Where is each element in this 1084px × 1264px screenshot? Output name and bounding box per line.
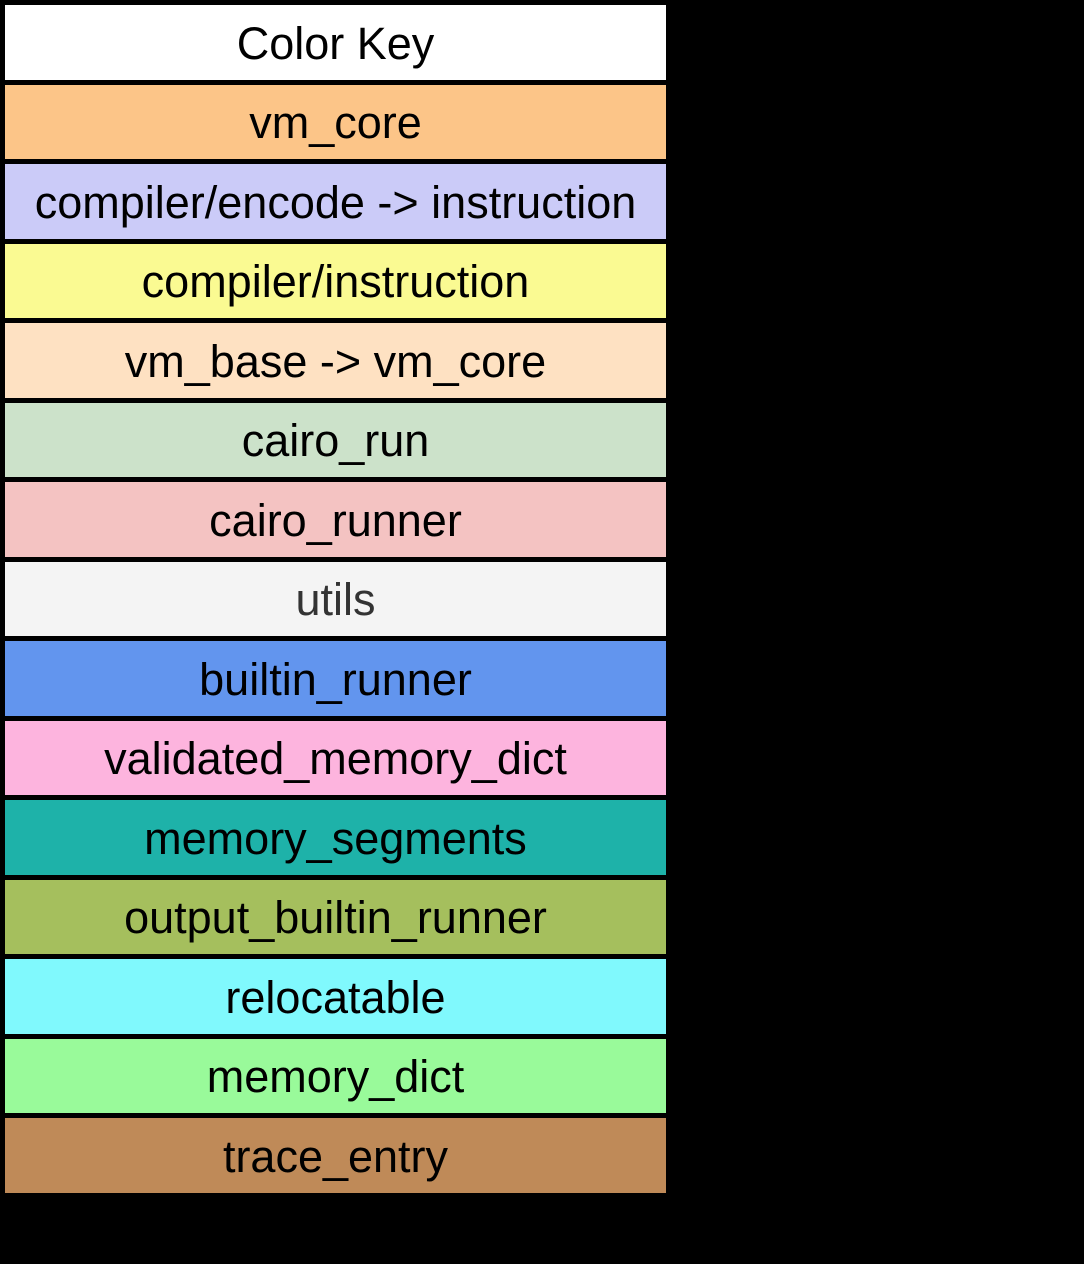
- module-label: vm_base -> vm_core: [124, 335, 547, 387]
- color-key-header: Color Key: [5, 5, 666, 85]
- module-label: builtin_runner: [199, 653, 472, 705]
- color-key-row-memory-segments: memory_segments: [5, 800, 666, 880]
- color-key-row-trace-entry: trace_entry: [5, 1118, 666, 1193]
- module-label: memory_dict: [206, 1051, 465, 1103]
- color-key-row-relocatable: relocatable: [5, 959, 666, 1039]
- module-label: cairo_run: [241, 415, 430, 467]
- module-label: output_builtin_runner: [124, 892, 547, 944]
- color-key-row-utils: utils: [5, 561, 666, 641]
- module-label: memory_segments: [144, 812, 527, 864]
- color-key-title: Color Key: [236, 17, 435, 69]
- color-key-row-cairo-run: cairo_run: [5, 402, 666, 482]
- color-key-row-cairo-runner: cairo_runner: [5, 482, 666, 562]
- color-key-row-vm-core: vm_core: [5, 84, 666, 164]
- module-label: cairo_runner: [209, 494, 462, 546]
- color-key-row-builtin-runner: builtin_runner: [5, 641, 666, 721]
- color-key-row-compiler-encode-instruction: compiler/encode -> instruction: [5, 164, 666, 244]
- module-label: compiler/instruction: [141, 256, 530, 308]
- color-key-row-compiler-instruction: compiler/instruction: [5, 243, 666, 323]
- color-key-row-output-builtin-runner: output_builtin_runner: [5, 879, 666, 959]
- module-label: utils: [295, 574, 376, 626]
- module-label: relocatable: [225, 971, 446, 1023]
- color-key-table: Color Key vm_core compiler/encode -> ins…: [0, 0, 671, 1198]
- color-key-row-memory-dict: memory_dict: [5, 1038, 666, 1118]
- module-label: validated_memory_dict: [104, 733, 567, 785]
- module-label: trace_entry: [222, 1130, 449, 1182]
- color-key-row-validated-memory-dict: validated_memory_dict: [5, 720, 666, 800]
- module-label: vm_core: [249, 97, 422, 149]
- module-label: compiler/encode -> instruction: [34, 176, 637, 228]
- color-key-row-vm-base-vm-core: vm_base -> vm_core: [5, 323, 666, 403]
